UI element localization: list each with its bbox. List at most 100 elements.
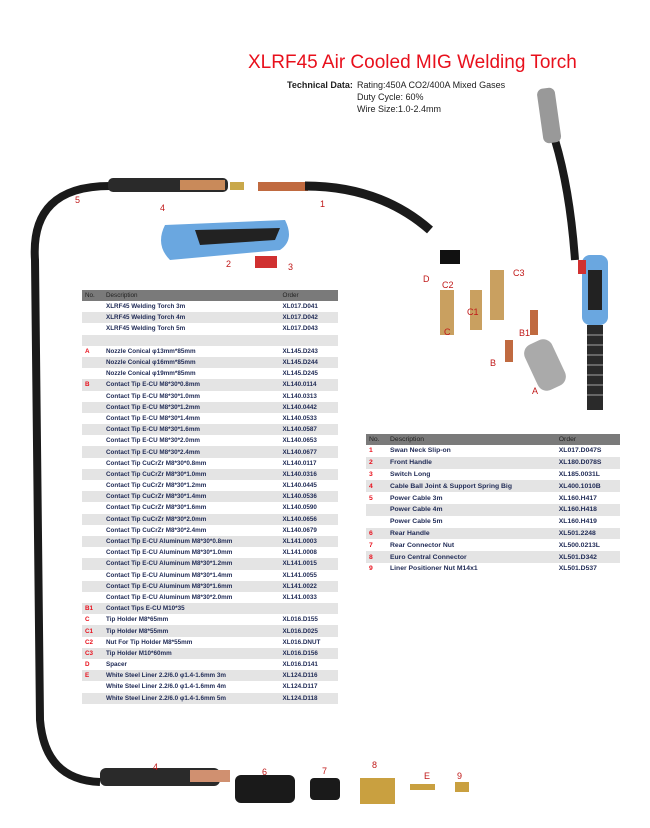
item-description: Nut For Tip Holder M8*55mm bbox=[106, 638, 193, 646]
item-description: Contact Tip E-CU Aluminum M8*30*1.2mm bbox=[103, 558, 280, 570]
order-code: XL016.D025 bbox=[279, 625, 338, 637]
label-4b: 4 bbox=[153, 762, 159, 772]
order-code: XL016.D141 bbox=[282, 661, 318, 669]
item-no: 8 bbox=[366, 551, 387, 563]
item-no bbox=[82, 592, 103, 603]
item-description: XLRF45 Welding Torch 5m bbox=[106, 325, 186, 333]
item-description: Nozzle Conical φ13mm*85mm bbox=[106, 347, 196, 355]
order-code: XL124.D116 bbox=[279, 670, 338, 682]
item-description: Contact Tip CuCrZr M8*30*1.4mm bbox=[103, 491, 280, 503]
item-description: Contact Tip E-CU M8*30*0.8mm bbox=[103, 379, 280, 391]
item-no bbox=[82, 446, 103, 458]
order-code: XL141.0022 bbox=[279, 580, 338, 592]
item-no: 2 bbox=[366, 456, 387, 469]
order-code: XL124.D118 bbox=[279, 692, 338, 704]
order-code: XL160.H419 bbox=[558, 518, 597, 526]
item-description: Tip Holder M8*65mm bbox=[106, 616, 169, 624]
order-code: XL141.0015 bbox=[279, 558, 338, 570]
order-code: XL016.D156 bbox=[279, 647, 338, 659]
order-code: XL141.0033 bbox=[282, 593, 317, 601]
item-no bbox=[82, 424, 103, 436]
item-no bbox=[82, 558, 103, 570]
order-code: XL017.D041 bbox=[282, 303, 318, 311]
label-e: E bbox=[424, 771, 431, 781]
item-description: White Steel Liner 2.2/6.0 φ1.4-1.6mm 4m bbox=[106, 683, 226, 691]
order-code: XL185.0031L bbox=[558, 470, 600, 478]
item-no: 5 bbox=[369, 494, 373, 502]
switch bbox=[255, 256, 277, 268]
item-description: Contact Tip CuCrZr M8*30*1.6mm bbox=[106, 504, 207, 512]
label-6: 6 bbox=[262, 767, 268, 777]
item-description: Front Handle bbox=[387, 456, 556, 469]
label-8: 8 bbox=[372, 760, 378, 770]
order-code: XL140.0316 bbox=[279, 468, 338, 480]
order-code: XL017.D042 bbox=[279, 312, 338, 324]
order-code: XL145.D245 bbox=[282, 370, 318, 378]
liner-nut bbox=[455, 782, 469, 792]
item-no: C bbox=[85, 616, 90, 624]
item-description: Contact Tip E-CU M8*30*1.2mm bbox=[103, 401, 280, 413]
order-code: XL141.0055 bbox=[282, 571, 317, 579]
order-code: XL500.0213L bbox=[558, 541, 600, 549]
order-code: XL140.0114 bbox=[279, 379, 338, 391]
rating: Rating:450A CO2/400A Mixed Gases bbox=[357, 80, 506, 90]
item-description: Contact Tip CuCrZr M8*30*1.0mm bbox=[103, 468, 280, 480]
item-description: Swan Neck Slip-on bbox=[390, 447, 451, 455]
label-c: C bbox=[444, 327, 451, 337]
item-description: Tip Holder M10*60mm bbox=[103, 647, 280, 659]
nozzle bbox=[524, 339, 566, 391]
order-code: XL141.0003 bbox=[279, 535, 338, 548]
order-code bbox=[279, 334, 338, 346]
item-description: Contact Tip E-CU Aluminum M8*30*2.0mm bbox=[106, 593, 233, 601]
item-no bbox=[82, 580, 103, 592]
order-code: XL501.D342 bbox=[555, 551, 620, 563]
order-code: XL140.0117 bbox=[282, 459, 317, 467]
item-description: XLRF45 Welding Torch 3m bbox=[106, 303, 186, 311]
item-description: Spacer bbox=[106, 661, 128, 669]
item-no: 6 bbox=[366, 527, 387, 540]
item-no: 9 bbox=[369, 565, 373, 573]
table-row: Contact Tip E-CU Aluminum M8*30*2.0mm XL1… bbox=[82, 592, 338, 603]
item-no bbox=[82, 356, 103, 369]
column-header: Description bbox=[103, 290, 280, 301]
item-no bbox=[82, 525, 103, 536]
item-no bbox=[82, 401, 103, 413]
item-no: A bbox=[85, 347, 90, 355]
order-code: XL017.D047S bbox=[558, 447, 602, 455]
order-code: XL140.0653 bbox=[282, 437, 317, 445]
item-description: Rear Connector Nut bbox=[390, 541, 455, 549]
item-description: Contact Tip E-CU M8*30*1.6mm bbox=[103, 424, 280, 436]
page-title: XLRF45 Air Cooled MIG Welding Torch bbox=[248, 52, 577, 73]
item-no bbox=[82, 368, 103, 379]
order-code bbox=[279, 603, 338, 615]
item-description: Power Cable 3m bbox=[390, 494, 443, 502]
item-description: Euro Central Connector bbox=[387, 551, 556, 563]
swan-neck bbox=[551, 138, 579, 261]
order-code: XL140.0587 bbox=[279, 424, 338, 436]
